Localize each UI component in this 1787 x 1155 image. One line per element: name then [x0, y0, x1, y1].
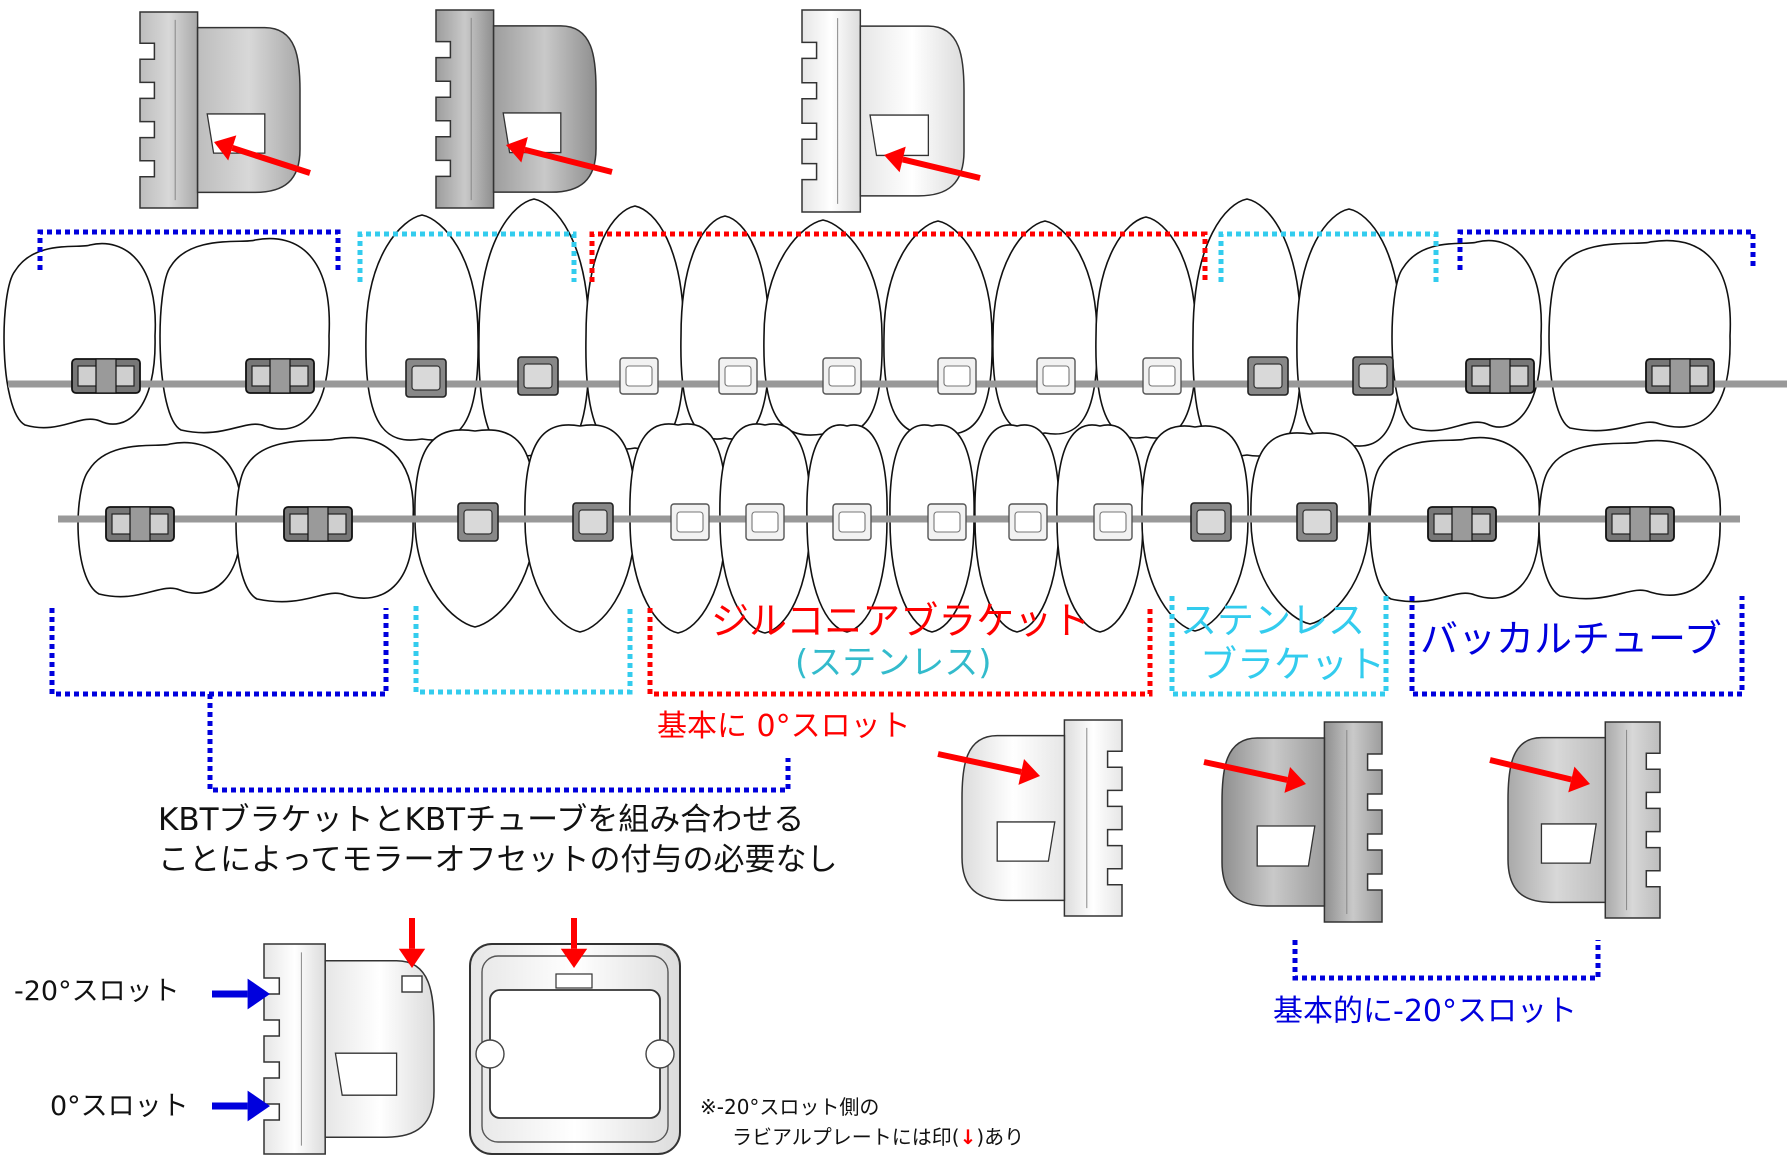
zirconia-bracket-illustration-lower	[961, 719, 1123, 917]
zirconia-bracket	[1036, 357, 1076, 395]
upper-tooth-11	[1192, 198, 1302, 457]
zirconia-bracket	[670, 503, 710, 541]
stainless-title-line1: ステンレス	[1180, 599, 1365, 642]
stainless-bracket	[517, 356, 559, 396]
buccal-tube	[245, 358, 315, 394]
upper-tooth-12	[1296, 208, 1402, 447]
lower-premolar-group-right	[1169, 596, 1389, 697]
stainless-bracket	[1190, 502, 1232, 542]
buccal-tube	[71, 358, 141, 394]
down-arrow-icon	[398, 918, 426, 968]
buccal-illustration-bracket	[1292, 940, 1601, 981]
lower-molar-group-left	[49, 608, 389, 697]
red-arrow-icon	[1489, 757, 1590, 793]
upper-tooth-10	[1095, 216, 1197, 439]
upper-molar-group-right	[1457, 229, 1756, 270]
group-brackets	[37, 229, 1756, 981]
zirconia-bracket	[1093, 503, 1133, 541]
stainless-title-line2: ブラケット	[1200, 643, 1385, 686]
zirconia-slot-note: 基本に 0°スロット	[657, 709, 911, 744]
upper-tooth-3	[365, 214, 479, 441]
stainless-bracket	[1247, 356, 1289, 396]
stainless-bracket	[572, 502, 614, 542]
zirconia-bracket	[822, 357, 862, 395]
kbt-bracket-side-view	[263, 943, 435, 1155]
stainless-bracket	[1296, 502, 1338, 542]
upper-tooth-9	[992, 220, 1098, 435]
anterior-group-upper	[589, 231, 1208, 282]
zirconia-bracket	[619, 357, 659, 395]
kbt-connector	[207, 694, 791, 793]
zirconia-bracket-illustration-upper	[801, 9, 965, 213]
down-arrow-icon: ↓	[959, 1125, 977, 1149]
kbt-tube-illustration-lower	[1507, 721, 1661, 919]
buccal-tube	[1645, 358, 1715, 394]
zero-slot-label: 0°スロット	[50, 1091, 189, 1122]
upper-tooth-6	[680, 215, 770, 440]
red-arrow-icon	[214, 135, 311, 176]
buccal-tube	[1465, 358, 1535, 394]
upper-arch	[3, 198, 1732, 457]
buccal-slot-note: 基本的に-20°スロット	[1273, 994, 1577, 1029]
labial-note-line1: ※-20°スロット側の	[700, 1095, 880, 1119]
buccal-tube	[283, 506, 353, 542]
red-arrow-icon	[884, 146, 981, 181]
zirconia-bracket	[1008, 503, 1048, 541]
zirconia-bracket	[718, 357, 758, 395]
red-arrow-icon	[506, 136, 613, 175]
upper-molar-group-left	[37, 229, 341, 270]
buccal-tube	[1427, 506, 1497, 542]
anterior-group-lower	[647, 608, 1153, 697]
buccal-tube	[1605, 506, 1675, 542]
stainless-bracket	[405, 358, 447, 398]
kbt-note-line1: KBTブラケットとKBTチューブを組み合わせる	[158, 802, 805, 838]
labial-note-line2: ラビアルプレートには印(↓)あり	[732, 1127, 1024, 1147]
bracket-illustrations	[8, 9, 1787, 1155]
red-arrow-icon	[937, 751, 1040, 785]
zirconia-bracket	[937, 357, 977, 395]
stainless-bracket-illustration-lower	[1221, 721, 1383, 923]
zirconia-bracket	[832, 503, 872, 541]
red-arrow-icon	[1203, 759, 1306, 793]
zirconia-bracket	[745, 503, 785, 541]
upper-tooth-2	[159, 237, 331, 434]
blue-arrow-icon	[212, 1090, 270, 1122]
arrows	[212, 135, 1590, 1122]
down-arrow-icon	[560, 918, 588, 968]
upper-premolar-group-left	[357, 231, 577, 282]
lower-molar-group-right	[1409, 596, 1745, 697]
stainless-bracket	[1352, 356, 1394, 396]
upper-tooth-7	[763, 219, 883, 436]
buccal-tube	[105, 506, 175, 542]
lower-premolar-group-left	[413, 606, 633, 695]
upper-tooth-1	[3, 242, 157, 429]
labial-note-line2-b: )あり	[976, 1125, 1025, 1149]
kbt-bracket-front-view	[469, 943, 681, 1155]
buccal-title: バッカルチューブ	[1420, 617, 1722, 661]
kbt-note-line2: ことによってモラーオフセットの付与の必要なし	[158, 842, 838, 878]
upper-tooth-13	[1391, 239, 1543, 432]
zirconia-subtitle: (ステンレス)	[795, 643, 992, 683]
stainless-bracket-illustration-upper	[435, 9, 597, 209]
kbt-tube-illustration-upper	[139, 11, 301, 209]
zirconia-bracket	[1142, 357, 1182, 395]
stainless-bracket	[457, 502, 499, 542]
zirconia-bracket	[927, 503, 967, 541]
upper-tooth-14	[1548, 239, 1732, 432]
blue-arrow-icon	[212, 978, 270, 1010]
upper-tooth-8	[883, 220, 993, 435]
labial-note-line2-a: ラビアルプレートには印(	[732, 1125, 960, 1149]
zirconia-title: ジルコニアブラケット	[711, 599, 1091, 643]
upper-tooth-5	[585, 205, 685, 450]
upper-premolar-group-right	[1218, 231, 1439, 282]
labial-plate-mark	[401, 975, 423, 993]
minus20-slot-label: -20°スロット	[14, 976, 180, 1007]
